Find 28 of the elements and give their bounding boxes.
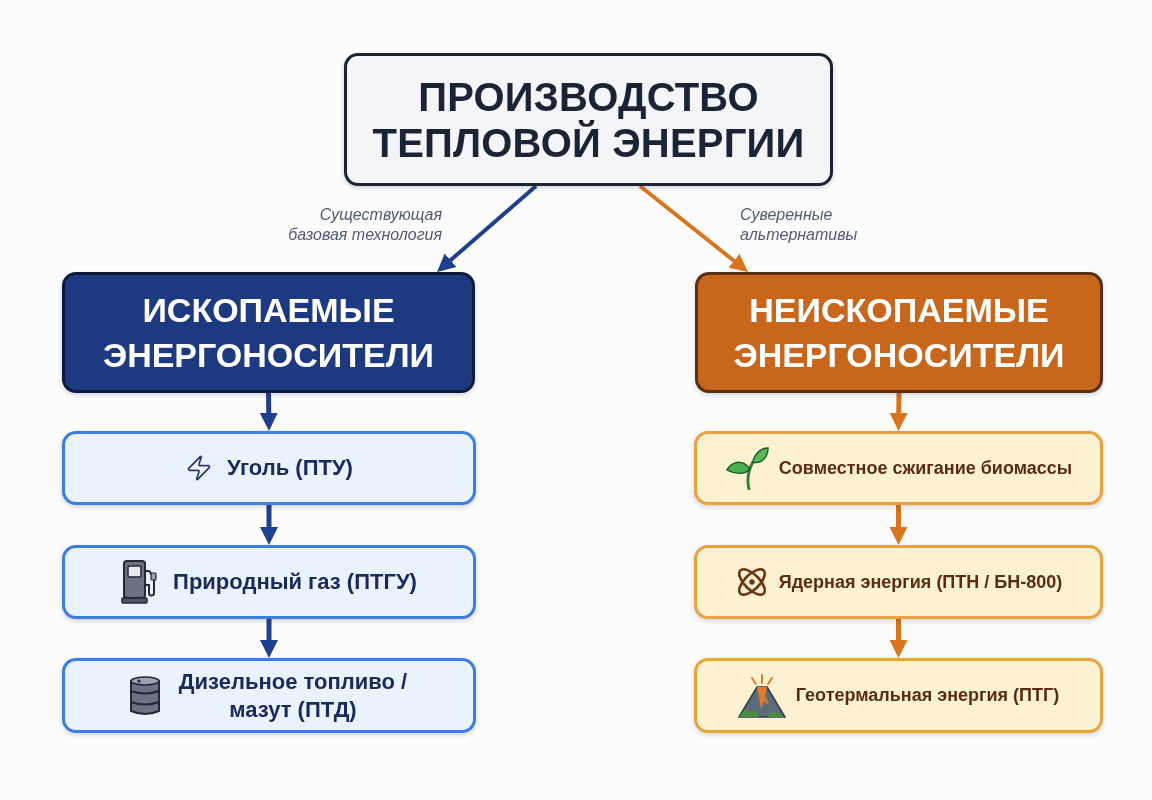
edge-label: Суверенные альтернативы [740,205,859,245]
item-label: Природный газ (ПТГУ) [173,568,417,596]
category-title: НЕИСКОПАЕМЫЕ ЭНЕРГОНОСИТЕЛИ [732,290,1066,376]
arrow [889,619,908,658]
arrow [638,184,750,274]
item-box [694,431,1103,505]
arrow [889,505,908,545]
title-text: ПРОИЗВОДСТВО ТЕПЛОВОЙ ЭНЕРГИИ [371,73,806,166]
category-box [695,272,1103,393]
item-box [62,658,476,733]
arrow [889,392,908,432]
item-box [62,431,476,505]
item-box [694,545,1103,619]
item-label: Совместное сжигание биомассы [778,456,1073,480]
item-label: Дизельное топливо / мазут (ПТД) [177,668,409,723]
item-label: Геотермальная энергия (ПТГ) [795,684,1060,707]
arrow [435,184,538,274]
category-box [62,272,475,393]
item-label: Ядерная энергия (ПТН / БН-800) [778,570,1063,594]
item-box [694,658,1103,733]
category-title: ИСКОПАЕМЫЕ ЭНЕРГОНОСИТЕЛИ [101,290,436,376]
arrow [259,392,278,432]
arrow [260,619,278,658]
item-box [62,545,476,619]
item-label: Уголь (ПТУ) [227,454,353,482]
edge-label: Существующая базовая технология [287,205,442,245]
arrow [260,505,278,545]
title-box [344,53,833,186]
